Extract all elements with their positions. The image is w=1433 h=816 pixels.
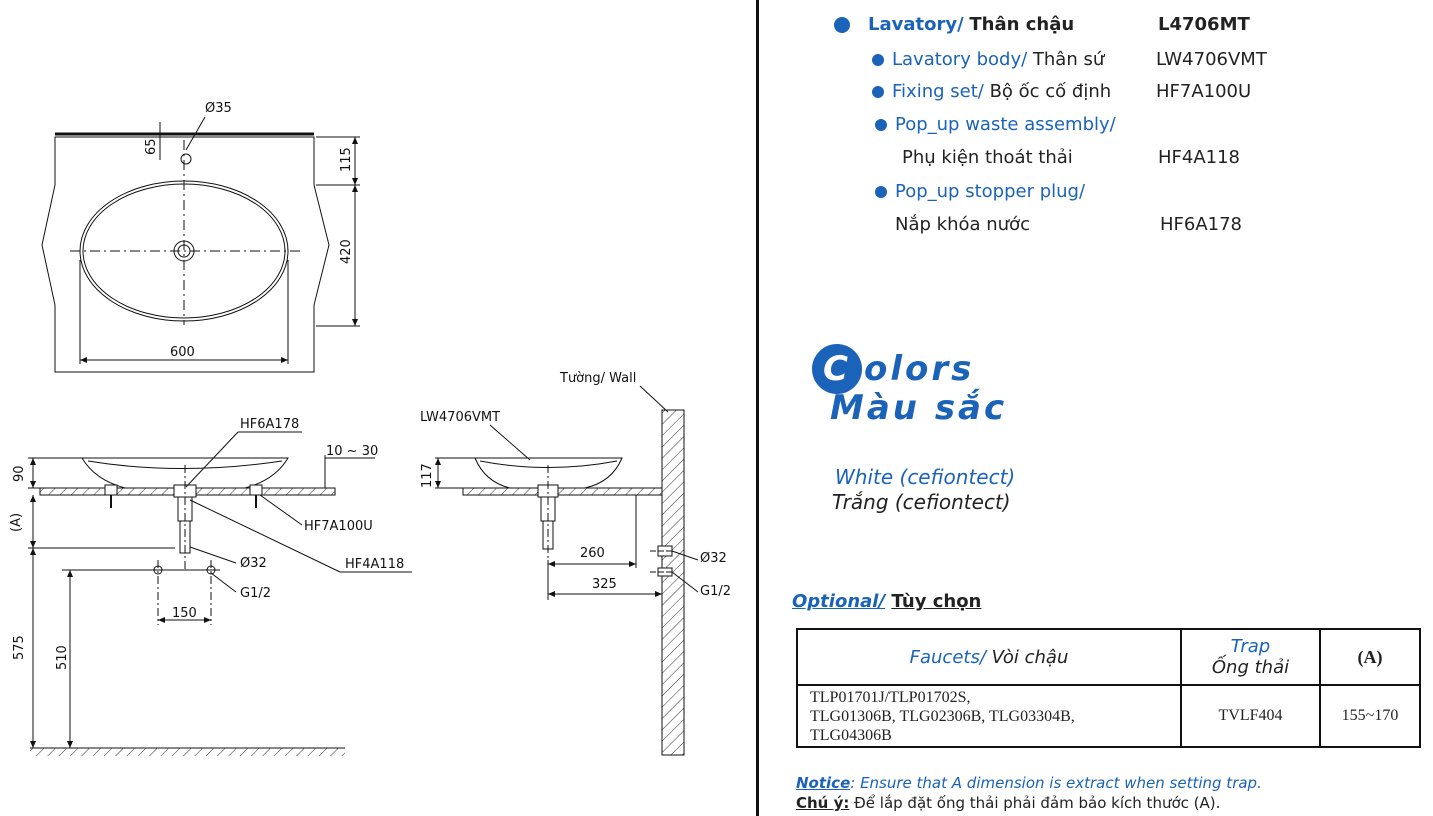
dim-420: 420 [339, 239, 354, 264]
code-fixing: HF7A100U [1156, 81, 1252, 102]
header-a: (A) [1319, 628, 1421, 686]
side-view [435, 385, 699, 756]
cell-a: 155~170 [1319, 684, 1421, 748]
top-view [41, 116, 360, 373]
dim-a: (A) [9, 513, 24, 532]
front-view [28, 431, 412, 756]
dim-510: 510 [55, 645, 70, 670]
colors-heading-vi: Màu sắc [830, 388, 1008, 428]
label-hf4a118: HF4A118 [345, 557, 404, 572]
dim-90: 90 [12, 465, 27, 482]
label-g12-front: G1/2 [240, 586, 271, 601]
spec-waste: Pop_up waste assembly/ [875, 114, 1116, 135]
color-white-vi: Trắng (cefiontect) [832, 490, 1011, 514]
dim-325: 325 [592, 577, 617, 592]
label-hf6a178: HF6A178 [240, 417, 299, 432]
dim-260: 260 [580, 546, 605, 561]
bullet-icon [872, 54, 884, 66]
code-stopper: HF6A178 [1160, 214, 1243, 235]
dim-115: 115 [339, 147, 354, 172]
code-lavatory: L4706MT [1158, 14, 1250, 35]
bullet-icon [875, 186, 887, 198]
label-g12-side: G1/2 [700, 584, 731, 599]
spec-waste-vi: Phụ kiện thoát thải HF4A118 [902, 147, 1241, 168]
notice-vi: Chú ý: Để lắp đặt ống thải phải đảm bảo … [796, 794, 1221, 812]
optional-title: Optional/ Tùy chọn [792, 591, 982, 612]
label-hf7a100u: HF7A100U [304, 519, 373, 534]
counter-outline [41, 136, 330, 373]
technical-drawing: Ø35 65 115 420 600 [9, 101, 731, 756]
dim-575: 575 [12, 635, 27, 660]
label-lw4706vmt: LW4706VMT [420, 410, 500, 425]
label-range: 10 ~ 30 [326, 444, 378, 459]
dim-d35: Ø35 [205, 101, 232, 116]
cell-trap: TVLF404 [1180, 684, 1321, 748]
code-body: LW4706VMT [1156, 49, 1267, 70]
cell-faucets: TLP01701J/TLP01702S, TLG01306B, TLG02306… [796, 684, 1182, 748]
code-waste: HF4A118 [1158, 147, 1241, 168]
dim-117: 117 [420, 463, 435, 488]
tap-hole [180, 153, 192, 165]
spec-stopper-vi: Nắp khóa nước HF6A178 [895, 214, 1243, 235]
bullet-icon [834, 17, 850, 33]
bullet-icon [872, 86, 884, 98]
bullet-icon [875, 119, 887, 131]
dim-150: 150 [172, 606, 197, 621]
header-faucets: Faucets/ Vòi chậu [796, 628, 1182, 686]
colors-badge: C [812, 344, 862, 394]
vertical-divider [756, 0, 759, 816]
header-trap: Trap Ống thải [1180, 628, 1321, 686]
notice-en: Notice: Ensure that A dimension is extra… [796, 774, 1262, 792]
spec-body: Lavatory body/ Thân sứ LW4706VMT [872, 49, 1267, 70]
label-wall: Tường/ Wall [559, 371, 636, 386]
spec-fixing: Fixing set/ Bộ ốc cố định HF7A100U [872, 81, 1251, 102]
dim-600: 600 [170, 345, 195, 360]
dim-65: 65 [144, 138, 159, 155]
spec-stopper: Pop_up stopper plug/ [875, 181, 1085, 202]
color-white-en: White (cefiontect) [835, 465, 1016, 489]
optional-table: Faucets/ Vòi chậu Trap Ống thải (A) TLP0… [796, 628, 1421, 748]
label-d32-front: Ø32 [240, 556, 267, 571]
label-d32-side: Ø32 [700, 551, 727, 566]
spec-lavatory: Lavatory/ Thân chậu L4706MT [834, 14, 1250, 35]
